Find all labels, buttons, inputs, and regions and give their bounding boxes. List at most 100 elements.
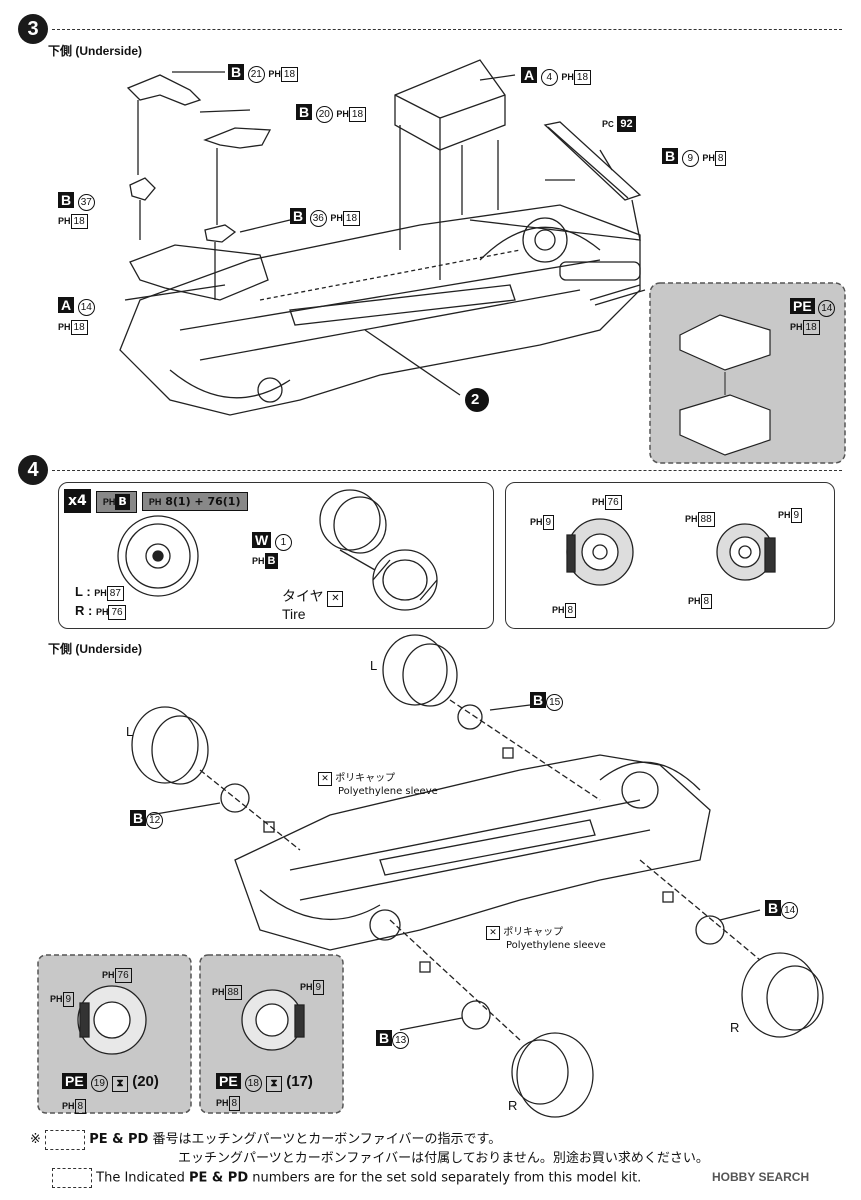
footnote-line-2: エッチングパーツとカーボンファイバーは付属しておりません。別途お買い求めください… (178, 1151, 709, 1166)
brake-disc-panel (505, 482, 835, 629)
ph-mark: PH (58, 322, 71, 332)
no-paint-icon: ✕ (486, 926, 500, 940)
paint-number: 18 (802, 320, 820, 335)
paint-mix: PH 8(1) + 76(1) (141, 492, 248, 511)
part-letter: B (530, 692, 547, 708)
paint-number: 9 (790, 508, 803, 523)
paint-mix-value: 8(1) + 76(1) (165, 495, 241, 508)
part-number: 14 (77, 299, 95, 316)
pe-number: 18 (244, 1075, 262, 1092)
ph-mark: PH (790, 322, 803, 332)
pe-number: 19 (90, 1075, 108, 1092)
part-a14-label: A 14 (58, 297, 95, 316)
paint-number: 76 (604, 495, 622, 510)
paint-number: 8 (74, 1099, 87, 1114)
ph-mark: PH (702, 153, 715, 163)
inset-a-pe: PE 19 ⧗ (20) (62, 1073, 159, 1092)
footnote-text-3a: The Indicated (96, 1170, 185, 1186)
step-4-divider (52, 470, 842, 471)
wheel-R-right: R (730, 1020, 740, 1035)
part-w1-label: W 1 (252, 532, 292, 551)
tire-jp-text: タイヤ (282, 588, 324, 604)
ref-2-label: 2 (471, 391, 480, 408)
paint-number: 18 (348, 107, 367, 122)
wheel-right-text: R : (75, 603, 96, 618)
part-number: 14 (781, 902, 799, 919)
step-4-wheel-diagram (117, 489, 776, 611)
part-pe14-label: PE 14 (790, 298, 836, 317)
part-number: 36 (309, 210, 327, 227)
part-letter: A (58, 297, 75, 313)
paint-number: 18 (573, 70, 592, 85)
ph-mark: PH (62, 1101, 75, 1111)
alt-number: (20) (132, 1073, 159, 1090)
paint-number: 92 (617, 116, 636, 132)
pe-letter: PE (62, 1073, 87, 1089)
wheel-assembly-panel (58, 482, 494, 629)
part-b37-label: B 37 (58, 192, 95, 211)
part-letter: W (252, 532, 272, 548)
paint-number: 76 (108, 605, 126, 620)
carbon-icon: ⧗ (112, 1076, 129, 1092)
step-4-heading: 下側 (Underside) (48, 642, 143, 656)
paint-number: 8 (714, 151, 727, 166)
part-number: 1 (274, 534, 292, 551)
no-paint-icon: ✕ (327, 591, 344, 607)
pc-mark: PC (602, 119, 614, 129)
step-3-divider (52, 29, 842, 30)
part-number: 37 (77, 194, 95, 211)
ph-mark: PH (268, 69, 281, 79)
part-number: 20 (315, 106, 333, 123)
wheel-L-top: L (370, 658, 378, 673)
poly-jp-text: ポリキャップ (503, 927, 564, 938)
part-letter: B (290, 208, 307, 224)
paint-letter: B (115, 494, 130, 510)
tire-label-en: Tire (282, 606, 306, 622)
step-3-number: 3 (18, 14, 48, 44)
part-letter: B (765, 900, 782, 916)
part-number: 15 (546, 694, 564, 711)
paint-number: 87 (106, 586, 124, 601)
ref-2-marker (465, 388, 489, 412)
ph-mark: PH (102, 970, 115, 980)
ph-mark: PH (336, 109, 349, 119)
paint-number: 88 (224, 985, 242, 1000)
hobby-search-watermark: HOBBY SEARCH (712, 1170, 810, 1184)
step-3-chassis-diagram (119, 59, 846, 464)
inset-b-pe: PE 18 ⧗ (17) (216, 1073, 313, 1092)
ph-mark: PH (778, 510, 791, 520)
ph-mark: PH (212, 987, 225, 997)
multiplier-badge: x4 (64, 489, 91, 513)
part-letter: A (521, 67, 538, 83)
pe-pd-mark: PE & PD (89, 1132, 149, 1147)
alt-number: (17) (286, 1073, 313, 1090)
paint-number: 88 (697, 512, 715, 527)
part-number: 4 (540, 69, 558, 86)
ph-mark: PH (50, 994, 63, 1004)
part-number: 12 (146, 812, 164, 829)
footnote-placeholder-box (45, 1129, 86, 1150)
pe-letter: PE (216, 1073, 241, 1089)
part-number: 21 (247, 66, 265, 83)
paint-number: 8 (228, 1096, 241, 1111)
paint-number: 9 (312, 980, 325, 995)
